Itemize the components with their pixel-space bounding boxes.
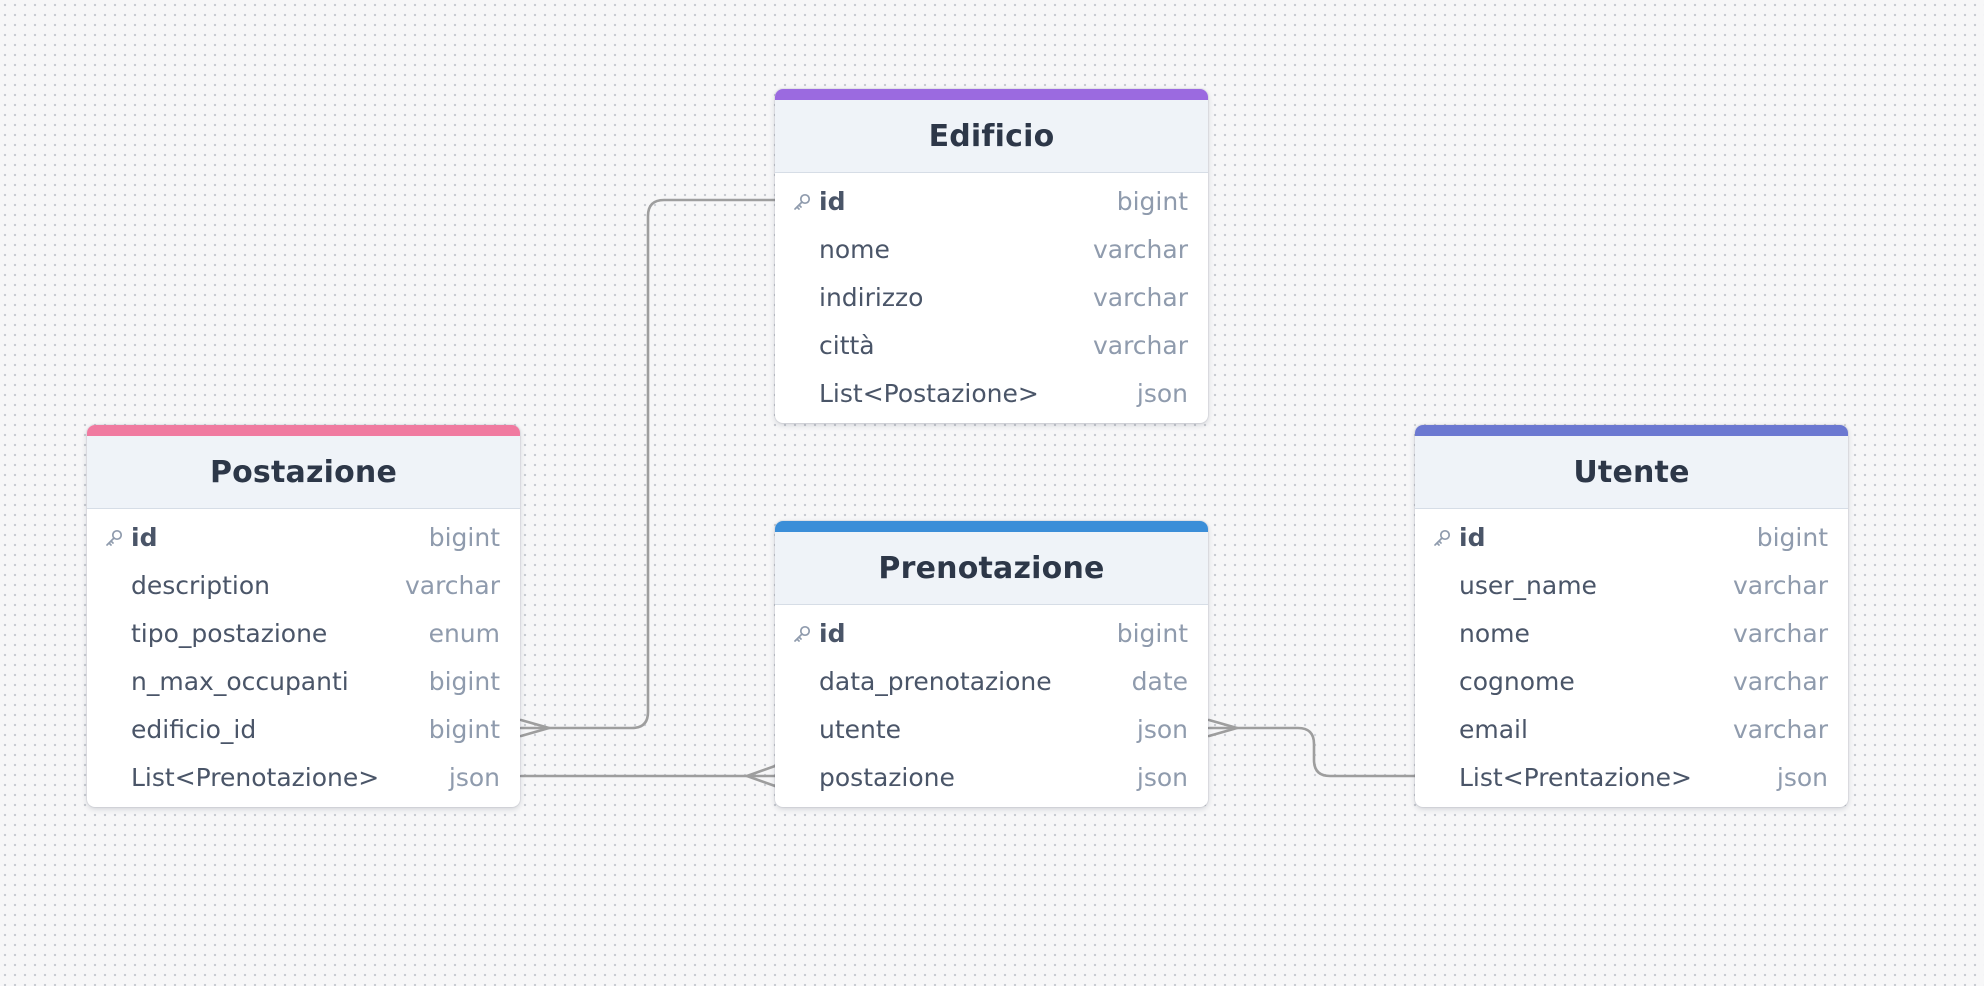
column-name: postazione bbox=[819, 762, 955, 792]
column-name: email bbox=[1459, 714, 1528, 744]
column-row[interactable]: nome varchar bbox=[775, 225, 1208, 273]
column-row[interactable]: email varchar bbox=[1415, 705, 1848, 753]
column-row[interactable]: edificio_id bigint bbox=[87, 705, 520, 753]
column-type: enum bbox=[428, 618, 500, 648]
column-type: varchar bbox=[1732, 618, 1828, 648]
column-row[interactable]: id bigint bbox=[87, 513, 520, 561]
column-name: id bbox=[131, 522, 158, 552]
connector-prenotazione-utente[interactable] bbox=[1207, 726, 1417, 778]
key-icon bbox=[1432, 528, 1452, 548]
column-row[interactable]: cognome varchar bbox=[1415, 657, 1848, 705]
column-name: città bbox=[819, 330, 875, 360]
key-icon bbox=[104, 528, 124, 548]
column-type: bigint bbox=[428, 522, 500, 552]
table-edificio[interactable]: Edificio id bigint nome varchar indirizzo var… bbox=[775, 89, 1208, 423]
column-row[interactable]: id bigint bbox=[775, 177, 1208, 225]
column-type: bigint bbox=[1116, 618, 1188, 648]
table-header: Postazione bbox=[87, 425, 520, 509]
column-row[interactable]: List<Prentazione> json bbox=[1415, 753, 1848, 801]
column-row[interactable]: tipo_postazione enum bbox=[87, 609, 520, 657]
table-header: Edificio bbox=[775, 89, 1208, 173]
column-type: json bbox=[1136, 378, 1188, 408]
column-name: id bbox=[819, 186, 846, 216]
table-title: Prenotazione bbox=[878, 550, 1105, 586]
column-type: json bbox=[1776, 762, 1828, 792]
column-row[interactable]: description varchar bbox=[87, 561, 520, 609]
column-name: data_prenotazione bbox=[819, 666, 1052, 696]
key-icon bbox=[792, 192, 812, 212]
column-name: description bbox=[131, 570, 271, 600]
column-name: edificio_id bbox=[131, 714, 257, 744]
column-name: List<Prenotazione> bbox=[131, 762, 380, 792]
column-name: nome bbox=[1459, 618, 1530, 648]
column-row[interactable]: List<Prenotazione> json bbox=[87, 753, 520, 801]
column-list: id bigint description varchar tipo_postazion… bbox=[87, 509, 520, 807]
column-type: varchar bbox=[1092, 282, 1188, 312]
table-header: Utente bbox=[1415, 425, 1848, 509]
column-type: varchar bbox=[1732, 714, 1828, 744]
table-title: Utente bbox=[1573, 454, 1690, 490]
column-row[interactable]: user_name varchar bbox=[1415, 561, 1848, 609]
column-row[interactable]: città varchar bbox=[775, 321, 1208, 369]
column-type: varchar bbox=[404, 570, 500, 600]
column-type: varchar bbox=[1732, 666, 1828, 696]
column-row[interactable]: id bigint bbox=[1415, 513, 1848, 561]
crow-foot-many-prenotazione-utente bbox=[1207, 718, 1239, 738]
column-row[interactable]: List<Postazione> json bbox=[775, 369, 1208, 417]
column-name: user_name bbox=[1459, 570, 1597, 600]
column-name: tipo_postazione bbox=[131, 618, 328, 648]
column-type: bigint bbox=[1116, 186, 1188, 216]
column-row[interactable]: nome varchar bbox=[1415, 609, 1848, 657]
column-type: bigint bbox=[1756, 522, 1828, 552]
column-type: json bbox=[448, 762, 500, 792]
table-postazione[interactable]: Postazione id bigint description varchar tip… bbox=[87, 425, 520, 807]
column-type: bigint bbox=[428, 666, 500, 696]
column-type: date bbox=[1131, 666, 1188, 696]
connector-postazione-edificio[interactable] bbox=[519, 198, 777, 730]
column-type: json bbox=[1136, 762, 1188, 792]
column-row[interactable]: data_prenotazione date bbox=[775, 657, 1208, 705]
crow-foot-many-prenotazione-postazione bbox=[745, 764, 777, 788]
column-name: n_max_occupanti bbox=[131, 666, 349, 696]
column-row[interactable]: indirizzo varchar bbox=[775, 273, 1208, 321]
column-name: List<Prentazione> bbox=[1459, 762, 1692, 792]
column-name: indirizzo bbox=[819, 282, 924, 312]
column-type: json bbox=[1136, 714, 1188, 744]
table-title: Postazione bbox=[209, 454, 398, 490]
column-name: List<Postazione> bbox=[819, 378, 1039, 408]
column-type: bigint bbox=[428, 714, 500, 744]
column-name: utente bbox=[819, 714, 902, 744]
column-name: id bbox=[1459, 522, 1486, 552]
crow-foot-many-postazione-edificio bbox=[519, 718, 551, 738]
column-type: varchar bbox=[1732, 570, 1828, 600]
column-row[interactable]: id bigint bbox=[775, 609, 1208, 657]
column-name: cognome bbox=[1459, 666, 1575, 696]
table-title: Edificio bbox=[928, 118, 1055, 154]
column-name: nome bbox=[819, 234, 890, 264]
column-row[interactable]: utente json bbox=[775, 705, 1208, 753]
table-header: Prenotazione bbox=[775, 521, 1208, 605]
column-row[interactable]: n_max_occupanti bigint bbox=[87, 657, 520, 705]
column-type: varchar bbox=[1092, 330, 1188, 360]
column-type: varchar bbox=[1092, 234, 1188, 264]
key-icon bbox=[792, 624, 812, 644]
column-row[interactable]: postazione json bbox=[775, 753, 1208, 801]
column-name: id bbox=[819, 618, 846, 648]
